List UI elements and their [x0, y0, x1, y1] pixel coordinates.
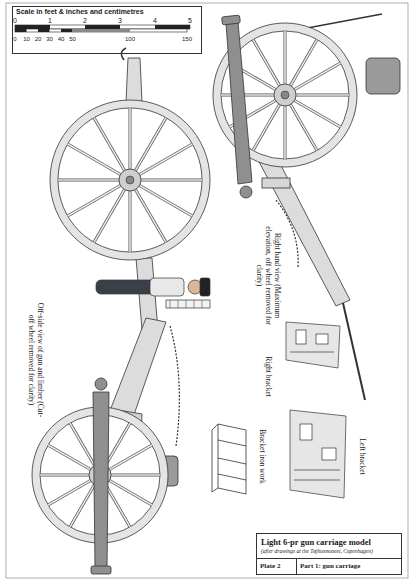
box-subheading: (after drawings at the Tøjhusmuseet, Cop… [257, 547, 401, 556]
wheel-part [274, 84, 296, 106]
wheel-part [58, 179, 120, 182]
plate-cell: Part 1: gun carriage [297, 558, 401, 574]
scale-number: 20 [35, 36, 42, 42]
wheel-part [68, 185, 122, 216]
wheel-part [253, 40, 280, 87]
wheel-part [221, 94, 275, 96]
view-caption: Off-side view of gun and limber (Cut-off… [27, 301, 45, 419]
scale-number: 2 [83, 17, 87, 24]
wheel-part [48, 480, 91, 505]
scale-number: 3 [118, 17, 122, 24]
wheel-part [110, 474, 160, 477]
wheel-part [126, 176, 134, 184]
scale-number: 1 [48, 17, 52, 24]
wheel-part [109, 445, 152, 470]
wheel-part [294, 63, 341, 90]
wheel-part [68, 185, 122, 216]
box-heading: Plate 2 [257, 559, 296, 573]
scale-number: 40 [58, 36, 65, 42]
wheel-part [129, 190, 131, 252]
wheel-part [221, 94, 275, 97]
wheel-part [40, 474, 90, 477]
wheel-part [295, 94, 349, 97]
right-bracket [286, 322, 340, 368]
wheel-part [139, 144, 193, 175]
part-label: Bracket iron work [258, 416, 267, 496]
wheel-part [135, 189, 166, 243]
barrels [91, 15, 252, 574]
scale-number: 10 [23, 36, 30, 42]
wheel-part [294, 63, 341, 90]
scale-number: 5 [188, 17, 192, 24]
scale-number: 4 [153, 17, 157, 24]
wheel-part [281, 91, 289, 99]
wheel-part [129, 108, 131, 170]
scale-number: 30 [46, 36, 53, 42]
wheel-part [58, 108, 202, 252]
box-heading: Light 6-pr gun carriage model [257, 534, 401, 547]
part-label: Left bracket [358, 426, 367, 486]
scale-bar [15, 25, 190, 32]
wheel-part [284, 105, 286, 159]
wheel-part [119, 169, 141, 191]
wheel-part [140, 179, 202, 181]
view-caption: Right hand view (Maximum elevation, off … [255, 220, 282, 330]
wheel-part [284, 31, 286, 85]
scale-number: 50 [69, 36, 76, 42]
title-box: Light 6-pr gun carriage model(after draw… [256, 533, 402, 575]
wheel-part [129, 108, 132, 170]
wheels [32, 23, 357, 543]
wheel-part [70, 423, 95, 466]
wheel-part [105, 484, 130, 527]
wheel-part [50, 100, 210, 260]
scale-number: 0 [13, 17, 17, 24]
wheel-part [290, 104, 317, 151]
wheel-part [94, 118, 125, 172]
plate-cell: Plate 2 [257, 558, 297, 574]
scale-number: 150 [182, 36, 192, 42]
scale-box: Scale in feet & inches and centimetres [12, 6, 202, 54]
wheel-part [105, 484, 130, 527]
box-heading: Scale in feet & inches and centimetres [13, 7, 201, 16]
wheel-part [40, 474, 90, 476]
wheel-part [290, 104, 317, 151]
wheel-part [110, 474, 160, 476]
wheel-part [295, 94, 349, 96]
wheel-part [94, 118, 125, 172]
wheel-part [129, 190, 132, 252]
wheel-part [139, 144, 193, 175]
bracket-iron-work [212, 424, 246, 494]
left-bracket [290, 410, 346, 498]
wheel-part [140, 179, 202, 182]
wheel-part [48, 480, 91, 505]
wheel-part [135, 189, 166, 243]
wheel-part [253, 40, 280, 87]
wheel-part [109, 445, 152, 470]
box-heading: Part 1: gun carriage [297, 559, 401, 573]
wheel-part [284, 31, 287, 85]
soldier-figure [96, 278, 210, 308]
scale-number: 100 [125, 36, 135, 42]
scale-number: 0 [13, 36, 16, 42]
wheel-part [70, 423, 95, 466]
part-label: Right bracket [264, 346, 273, 406]
wheel-part [284, 105, 287, 159]
wheel-part [58, 179, 120, 181]
